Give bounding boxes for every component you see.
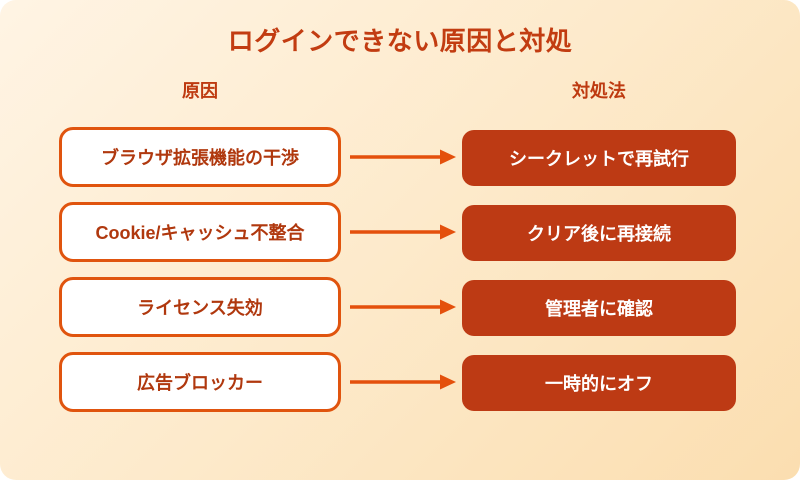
solution-label: 一時的にオフ (545, 374, 653, 394)
solution-box: シークレットで再試行 (462, 130, 736, 186)
cause-box: 広告ブロッカー (59, 352, 341, 412)
arrow-cell (341, 352, 462, 412)
page-title: ログインできない原因と対処 (227, 26, 573, 56)
arrow-cell (341, 277, 462, 337)
cause-box: Cookie/キャッシュ不整合 (59, 202, 341, 262)
header-spacer (341, 81, 462, 101)
solution-column-header: 対処法 (572, 81, 626, 101)
solution-box: クリア後に再接続 (462, 205, 736, 261)
cause-label: ライセンス失効 (137, 298, 263, 318)
cause-box: ライセンス失効 (59, 277, 341, 337)
arrow-right-icon (350, 224, 456, 240)
solution-box: 一時的にオフ (462, 355, 736, 411)
cause-label: Cookie/キャッシュ不整合 (95, 223, 305, 243)
cause-label: 広告ブロッカー (137, 373, 263, 393)
solution-label: 管理者に確認 (545, 299, 653, 319)
arrow-cell (341, 202, 462, 262)
cause-box: ブラウザ拡張機能の干渉 (59, 127, 341, 187)
arrow-right-icon (350, 374, 456, 390)
arrow-cell (341, 127, 462, 187)
arrow-right-icon (350, 299, 456, 315)
cause-label: ブラウザ拡張機能の干渉 (101, 148, 299, 168)
solution-box: 管理者に確認 (462, 280, 736, 336)
diagram-row-ad-blocker: 広告ブロッカー 一時的にオフ (0, 352, 800, 412)
solution-label: シークレットで再試行 (509, 149, 689, 169)
solution-label: クリア後に再接続 (527, 224, 671, 244)
diagram-row-cookie-cache: Cookie/キャッシュ不整合 クリア後に再接続 (0, 202, 800, 262)
diagram-rows: ブラウザ拡張機能の干渉 シークレットで再試行 Cookie/キャッシュ不整合 (0, 127, 800, 412)
diagram-row-browser-extension: ブラウザ拡張機能の干渉 シークレットで再試行 (0, 127, 800, 187)
cause-column-header: 原因 (182, 81, 218, 101)
column-headers: 原因 対処法 (0, 81, 800, 101)
diagram-row-license: ライセンス失効 管理者に確認 (0, 277, 800, 337)
arrow-right-icon (350, 149, 456, 165)
